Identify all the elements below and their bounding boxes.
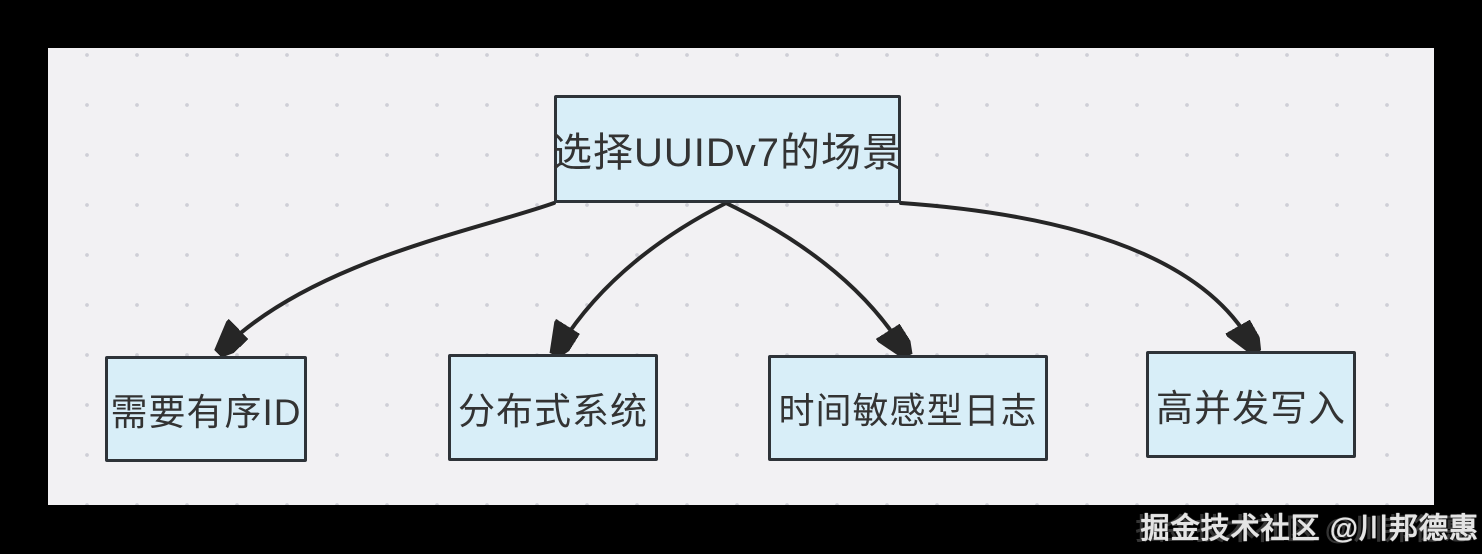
node-label: 需要有序ID <box>110 392 302 433</box>
arrow-to-ordered-id <box>226 201 556 346</box>
arrow-to-high-concurrency-writes <box>899 201 1251 343</box>
arrow-to-time-sensitive-logs <box>724 201 902 347</box>
node-label: 分布式系统 <box>458 390 648 432</box>
diagram-canvas: 选择UUIDv7的场景 需要有序ID 分布式系统 时间敏感型日志 高并发写入 <box>48 48 1434 505</box>
watermark-text: 掘金技术社区 @川邦德惠 <box>1140 513 1479 545</box>
node-label: 时间敏感型日志 <box>778 390 1038 431</box>
edges-layer <box>48 201 1434 505</box>
arrow-to-distributed-system <box>560 201 728 346</box>
node-ordered-id[interactable]: 需要有序ID <box>105 356 307 462</box>
node-time-sensitive-logs[interactable]: 时间敏感型日志 <box>768 355 1048 461</box>
node-label: 高并发写入 <box>1156 387 1346 429</box>
node-high-concurrency-writes[interactable]: 高并发写入 <box>1146 351 1356 458</box>
node-uuidv7-scenarios[interactable]: 选择UUIDv7的场景 <box>551 95 904 203</box>
node-label: 选择UUIDv7的场景 <box>551 131 904 175</box>
node-distributed-system[interactable]: 分布式系统 <box>448 354 658 461</box>
